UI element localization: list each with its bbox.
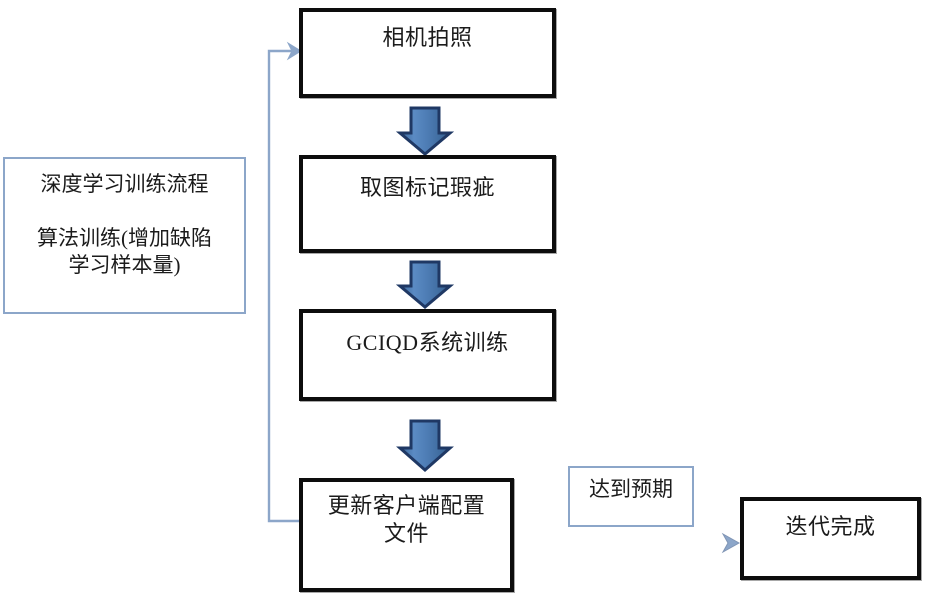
process-box-camera-capture-label: 相机拍照	[382, 25, 473, 50]
branch-condition-label: 达到预期	[589, 477, 673, 501]
arrow-step4-to-iteration-complete-icon	[512, 532, 741, 554]
process-box-update-client-config[interactable]: 更新客户端配置 文件	[299, 478, 514, 592]
deep-learning-training-process-note: 深度学习训练流程 算法训练(增加缺陷 学习样本量)	[3, 157, 246, 314]
process-box-mark-defects[interactable]: 取图标记瑕疵	[299, 155, 556, 253]
branch-condition-box: 达到预期	[568, 466, 694, 527]
terminal-box-iteration-complete[interactable]: 迭代完成	[740, 497, 921, 580]
arrow-step2-to-step3-icon	[395, 260, 455, 309]
note-heading: 深度学习训练流程	[40, 172, 209, 196]
process-box-gciqd-training[interactable]: GCIQD系统训练	[299, 309, 556, 401]
note-body: 算法训练(增加缺陷 学习样本量)	[37, 226, 212, 278]
process-box-mark-defects-label: 取图标记瑕疵	[359, 175, 495, 200]
process-box-camera-capture[interactable]: 相机拍照	[299, 8, 556, 98]
process-box-gciqd-training-label: GCIQD系统训练	[346, 330, 509, 355]
process-box-update-client-config-label: 更新客户端配置 文件	[327, 493, 486, 547]
feedback-loop-step4-to-step1-icon	[267, 41, 303, 523]
terminal-box-iteration-complete-label: 迭代完成	[785, 514, 876, 539]
arrow-step3-to-step4-icon	[396, 419, 454, 472]
arrow-step1-to-step2-icon	[395, 106, 455, 156]
